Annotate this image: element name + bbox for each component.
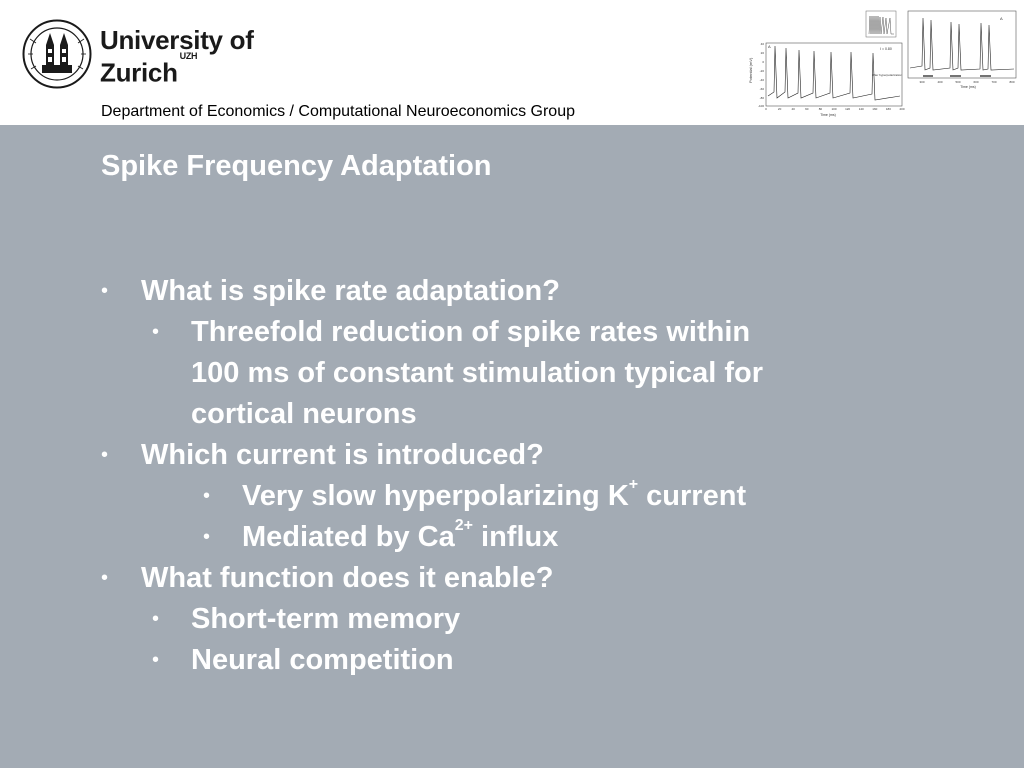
left-xtick: 40 <box>792 107 796 111</box>
left-xtick: 160 <box>872 107 877 111</box>
bullet-l3: Mediated by Ca2+ influx <box>242 517 558 558</box>
bullet-l1: What function does it enable? <box>141 562 554 594</box>
left-xtick: 20 <box>778 107 782 111</box>
right-xtick: 600 <box>973 80 978 84</box>
left-xtick: 80 <box>819 107 823 111</box>
bullet-dot: • <box>152 649 160 671</box>
university-logo-text: University of ZurichUZH <box>100 26 254 88</box>
left-plot-frame <box>765 42 903 107</box>
left-plot-annotation: I = 0.80 <box>880 47 892 51</box>
right-xtick: 800 <box>1009 80 1014 84</box>
right-xtick: 700 <box>991 80 996 84</box>
left-ytick: 40 <box>761 42 765 46</box>
right-spike-trace <box>909 17 1015 71</box>
department-line: Department of Economics / Computational … <box>101 103 575 120</box>
left-plot-label-a: A <box>768 44 771 49</box>
left-xtick: 100 <box>831 107 836 111</box>
bullet-dot: • <box>101 444 109 466</box>
superscript: 2+ <box>454 517 473 534</box>
slide-header: University of ZurichUZH Department of Ec… <box>0 0 1024 125</box>
left-ytick: 20 <box>761 51 765 55</box>
left-xtick: 60 <box>805 107 809 111</box>
bullet-dot: • <box>152 608 160 630</box>
left-ytick: -20 <box>760 69 765 73</box>
bullet-text: Mediated by Ca <box>242 521 455 553</box>
left-xtick: 140 <box>859 107 864 111</box>
bullet-l2-line1: Threefold reduction of spike rates withi… <box>191 316 751 348</box>
left-plot-after-label: After hyperpolarization <box>872 73 902 77</box>
bullet-l2: Neural competition <box>191 644 454 676</box>
left-ytick: -80 <box>760 96 765 100</box>
left-plot-xlabel: Time (ms) <box>820 113 836 117</box>
bullet-l2-line2: 100 ms of constant stimulation typical f… <box>191 357 764 389</box>
university-zurich: Zurich <box>100 57 178 88</box>
inset-spike-trace <box>868 15 894 35</box>
bullet-l3: Very slow hyperpolarizing K+ current <box>242 476 746 517</box>
left-plot-ylabel: Potential (mV) <box>748 57 753 83</box>
bullet-l2: Short-term memory <box>191 603 461 635</box>
left-xtick: 0 <box>765 107 767 111</box>
left-xtick: 120 <box>845 107 850 111</box>
bullet-l1: Which current is introduced? <box>141 439 544 471</box>
slide-content: Spike Frequency Adaptation • What is spi… <box>0 125 1024 768</box>
right-plot-frame <box>907 10 1017 79</box>
spike-figures-image: Potential (mV) A I = 0.80 40 20 0 -20 -4… <box>748 10 1017 117</box>
left-xtick: 180 <box>886 107 891 111</box>
university-seal-icon <box>22 19 92 89</box>
bullet-dot: • <box>152 321 160 343</box>
bullet-dot: • <box>101 567 109 589</box>
left-ytick: -60 <box>760 87 765 91</box>
superscript: + <box>628 476 639 493</box>
slide-title: Spike Frequency Adaptation <box>101 150 492 182</box>
bullet-text: Very slow hyperpolarizing K <box>242 480 629 512</box>
left-ytick: -100 <box>758 104 764 108</box>
left-spike-trace <box>767 45 901 101</box>
left-xtick: 200 <box>899 107 904 111</box>
right-xtick: 300 <box>919 80 924 84</box>
bullet-dot: • <box>101 280 109 302</box>
bullet-l1: What is spike rate adaptation? <box>141 275 560 307</box>
right-xtick: 400 <box>937 80 942 84</box>
right-plot-label-a: A <box>1000 16 1003 21</box>
left-ytick: 0 <box>762 60 764 64</box>
bullet-l2-line3: cortical neurons <box>191 398 417 430</box>
bullet-text: current <box>638 480 747 512</box>
university-sup: UZH <box>179 51 198 61</box>
university-line2: ZurichUZH <box>100 51 254 88</box>
bullet-text: influx <box>472 521 559 553</box>
right-xtick: 500 <box>955 80 960 84</box>
bullet-dot: • <box>203 485 211 507</box>
bullet-dot: • <box>203 526 211 548</box>
right-plot-xlabel: Time (ms) <box>960 85 976 89</box>
left-ytick: -40 <box>760 78 765 82</box>
university-line1: University of <box>100 25 254 55</box>
